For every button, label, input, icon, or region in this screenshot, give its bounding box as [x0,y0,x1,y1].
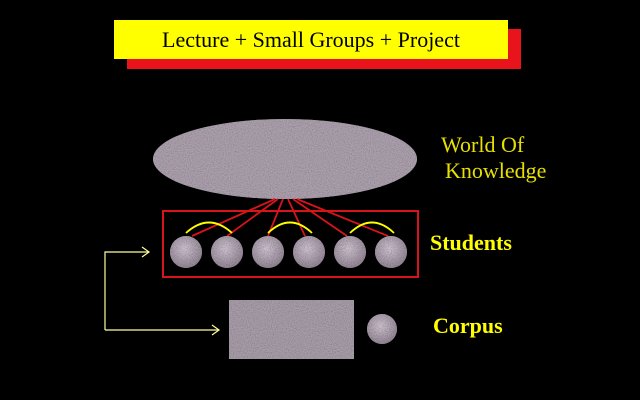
student-circle [334,236,366,268]
student-circles [170,236,407,268]
student-circle [211,236,243,268]
world-of-knowledge-label-line1: World Of [441,132,525,157]
connector-line [296,198,389,237]
diagram-title: Lecture + Small Groups + Project [162,26,460,52]
students-group-box [162,210,419,278]
pair-arc [185,221,233,234]
feedback-arrows [104,246,221,336]
arrowhead-students [141,246,151,258]
connector-line [287,198,306,237]
corpus-block [229,300,354,359]
corpus-ball [367,314,397,344]
pair-arcs [185,221,395,234]
student-circle [293,236,325,268]
students-label: Students [430,230,512,255]
corpus-label: Corpus [433,313,503,338]
pair-arc [349,221,395,234]
world-of-knowledge-ellipse [153,119,417,199]
student-circle [252,236,284,268]
title-banner: Lecture + Small Groups + Project [114,20,508,59]
student-circle [375,236,407,268]
pair-arc [267,221,313,234]
student-circle [170,236,202,268]
connector-line [226,198,279,237]
knowledge-connectors [191,198,389,237]
connector-line [191,198,276,237]
connector-line [292,198,348,237]
arrow-to-students [104,251,148,330]
arrowhead-corpus [211,324,221,336]
world-of-knowledge-label-line2: Knowledge [445,158,547,183]
